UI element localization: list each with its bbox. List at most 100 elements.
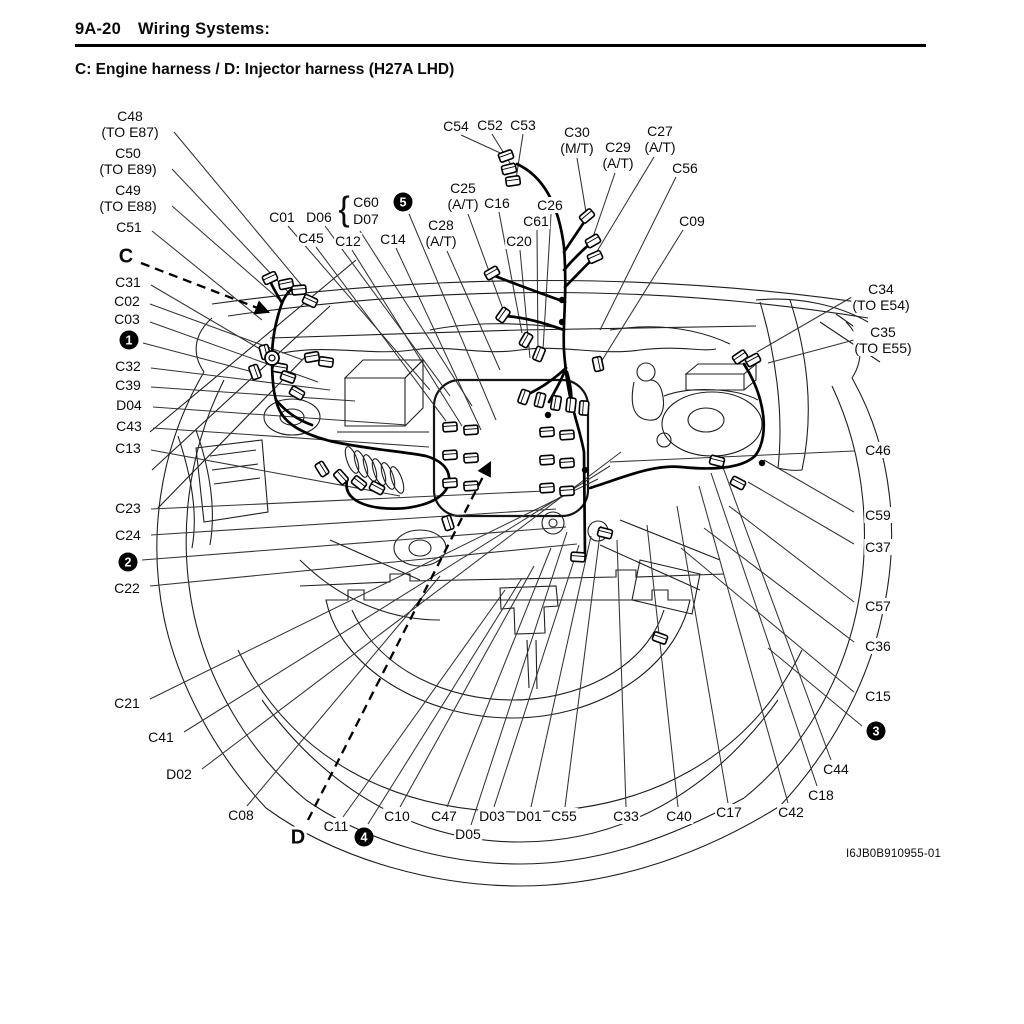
callout-c57: C57: [864, 598, 892, 614]
leader-line: [150, 386, 356, 402]
connector-icon: [731, 349, 749, 365]
callout-label: C61: [523, 213, 549, 229]
connector-icon: [495, 306, 511, 324]
leader-line: [149, 543, 578, 587]
callout-label: C23: [115, 500, 141, 516]
leader-line: [728, 505, 855, 603]
section-arrow-d: [306, 461, 492, 821]
callout-d01: D01: [515, 808, 543, 824]
leader-line: [150, 367, 331, 391]
callout-label: C37: [865, 539, 891, 555]
callout-label: C44: [823, 761, 849, 777]
callout-label: C34: [868, 281, 894, 297]
callout-c36: C36: [864, 638, 892, 654]
engine-harness-right: [588, 362, 766, 490]
callout-label: D06: [306, 209, 332, 225]
callout-c25: C25(A/T): [446, 180, 480, 212]
callout-c46: C46: [864, 442, 892, 458]
callout-label: C48: [117, 108, 143, 124]
callout-d04: D04: [115, 397, 143, 413]
callout-label: C47: [431, 808, 457, 824]
callout-c01: C01: [268, 209, 296, 225]
leader-line: [151, 230, 263, 321]
callout-label: C33: [613, 808, 639, 824]
leader-line: [446, 250, 501, 371]
callout-label: C03: [114, 311, 140, 327]
connector-icon: [565, 396, 577, 414]
svg-text:5: 5: [400, 196, 407, 210]
leader-line: [600, 229, 684, 363]
callout-sublabel: (M/T): [560, 140, 594, 156]
callout-label: C12: [335, 233, 361, 249]
section-arrows: [140, 261, 492, 821]
connector-icon: [591, 355, 605, 373]
callout-sublabel: (TO E89): [99, 161, 157, 177]
leader-line: [359, 230, 473, 407]
leader-line: [698, 485, 789, 804]
leader-line: [767, 647, 863, 727]
leader-line: [287, 225, 431, 391]
callout-d02: D02: [165, 766, 193, 782]
callout-label: C11: [323, 818, 349, 834]
callout-c55: C55: [550, 808, 578, 824]
callout-c22: C22: [113, 580, 141, 596]
callout-label: C28: [428, 217, 454, 233]
callout-label: D02: [166, 766, 192, 782]
callout-sublabel: (TO E87): [101, 124, 159, 140]
callout-label: D04: [116, 397, 142, 413]
callout-c33: C33: [612, 808, 640, 824]
brace-glyph: {: [338, 190, 350, 229]
callout-label: C54: [443, 118, 469, 134]
callout-c60: C60: [352, 194, 380, 210]
callout-c30: C30(M/T): [559, 124, 595, 156]
leader-line: [351, 249, 463, 427]
callout-label: D07: [353, 211, 379, 227]
callout-c24: C24: [114, 527, 142, 543]
connectors: [248, 149, 766, 645]
leader-line: [171, 205, 282, 302]
callout-c20: C20: [505, 233, 533, 249]
callout-label: C42: [778, 804, 804, 820]
callout-label: C45: [298, 230, 324, 246]
callout-label: C41: [148, 729, 174, 745]
leader-line: [646, 524, 679, 808]
leader-line: [367, 577, 523, 825]
badge-5: 5: [393, 192, 413, 212]
callout-c17: C17: [715, 804, 743, 820]
leader-line: [470, 531, 568, 826]
harness-branch: [493, 274, 567, 304]
connector-icon: [261, 270, 279, 286]
connector-icon: [497, 149, 515, 163]
callout-label: C52: [477, 117, 503, 133]
callout-label: C09: [679, 213, 705, 229]
connector-icon: [539, 482, 555, 494]
connector-icon: [729, 475, 747, 491]
badge-2: 2: [118, 552, 138, 572]
leader-line: [315, 246, 447, 422]
callout-c35: C35(TO E55): [853, 324, 913, 356]
connector-icon: [578, 400, 590, 416]
callout-label: C40: [666, 808, 692, 824]
connector-icon: [441, 514, 455, 532]
callout-label: C56: [672, 160, 698, 176]
callout-c37: C37: [864, 539, 892, 555]
callout-label: C30: [564, 124, 590, 140]
connector-icon: [559, 429, 575, 441]
callout-label: C60: [353, 194, 379, 210]
connector-icon: [651, 631, 669, 645]
callout-c21: C21: [113, 695, 141, 711]
connector-icon: [368, 480, 386, 496]
callout-c43: C43: [115, 418, 143, 434]
callout-c16: C16: [483, 195, 511, 211]
page-code: 9A-20: [75, 20, 121, 38]
callout-c23: C23: [114, 500, 142, 516]
callout-label: C53: [510, 117, 536, 133]
marker-d: D: [288, 826, 308, 850]
callout-d05: D05: [454, 826, 482, 842]
leader-line: [530, 535, 592, 808]
callout-label: C51: [116, 219, 142, 235]
connector-icon: [279, 370, 297, 384]
svg-text:4: 4: [361, 831, 368, 845]
callout-label: D01: [516, 808, 542, 824]
leader-line: [446, 547, 552, 808]
